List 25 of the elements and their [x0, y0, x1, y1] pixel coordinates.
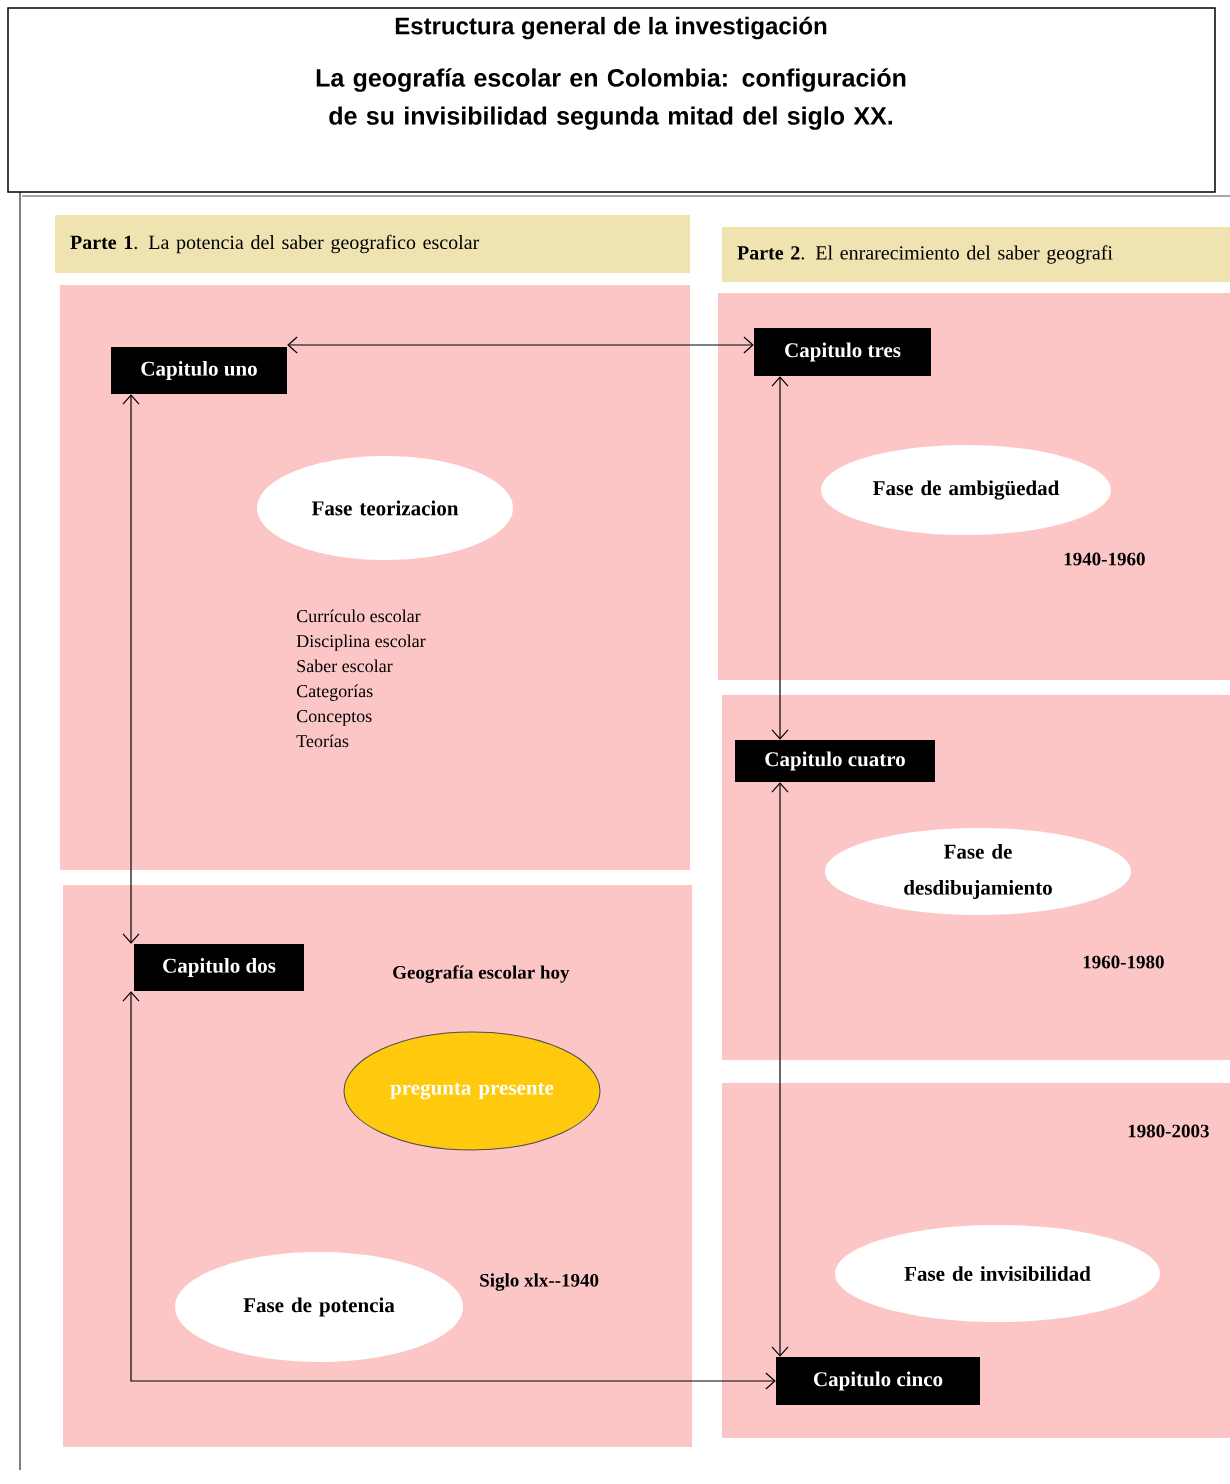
arrow — [287, 336, 754, 354]
chapter-label: Capitulo uno — [111, 347, 287, 394]
arrow — [771, 782, 789, 1357]
arrow — [122, 394, 140, 944]
label: Geografía escolar hoy — [393, 965, 570, 983]
header-band: Parte 2. El enrarecimiento del saber geografi — [722, 227, 1230, 282]
label: Disciplina escolar — [296, 634, 426, 651]
title: Estructura general de la investigación — [395, 16, 827, 40]
chapter-label: Capitulo tres — [754, 328, 931, 376]
chapter-label: Capitulo dos — [134, 944, 304, 991]
chapter-label: Capitulo cuatro — [735, 740, 935, 782]
arrow — [122, 991, 776, 1390]
panel — [60, 285, 690, 870]
header-band: Parte 1. La potencia del saber geografico escolar — [55, 215, 690, 273]
chapter-label: Capitulo cinco — [776, 1357, 980, 1405]
label: La geografía escolar en Colombia: configuración de su invisibilidad segunda mitad del siglo XX. — [316, 68, 906, 130]
label: 1980-2003 — [1128, 1124, 1209, 1138]
label: Teorías — [296, 734, 349, 748]
label: Categorías — [296, 684, 373, 701]
label: Conceptos — [296, 710, 372, 726]
arrow — [771, 376, 789, 740]
label: 1940-1960 — [1064, 552, 1145, 566]
label: Saber escolar — [297, 659, 393, 673]
label: Currículo escolar — [296, 609, 421, 623]
label: 1960-1980 — [1083, 955, 1164, 969]
